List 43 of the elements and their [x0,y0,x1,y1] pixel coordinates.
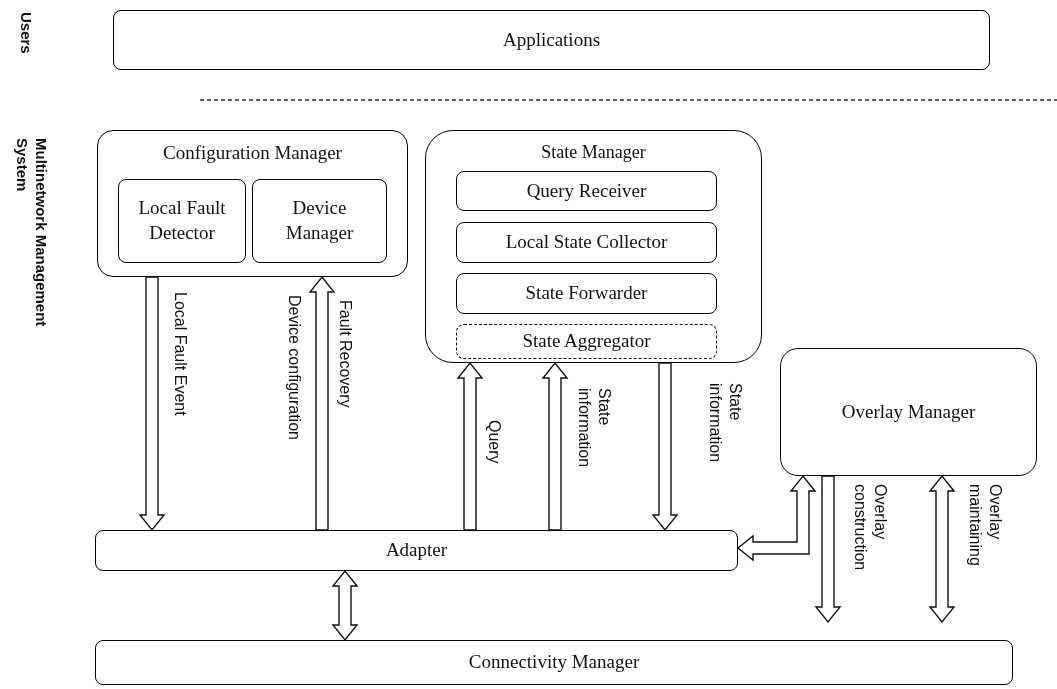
block-arrow [928,474,956,624]
block-arrow [308,275,336,531]
box-label: State Manager [541,141,646,164]
component-box [456,273,717,314]
box-label: Overlay Manager [841,399,976,424]
edge-label: Device configuration [285,295,304,442]
box-label: Local Fault Detector [137,196,227,245]
component-box [118,179,246,263]
block-arrow [138,276,166,532]
box-label: Configuration Manager [163,141,342,165]
layer-box [95,640,1013,685]
edge-label: Overlay maintaining [966,484,1005,568]
box-label: Local State Collector [505,230,668,255]
edge-label: Local Fault Event [171,292,190,418]
block-arrow [814,475,842,624]
box-label: State Aggregator [522,329,651,354]
box-label: Connectivity Manager [468,650,640,675]
component-box [456,171,717,211]
module-box [97,130,408,277]
edge-label: State information [575,388,614,470]
row-label: Multinetwork Management System [12,138,50,329]
block-arrow [331,569,359,642]
box-label: Applications [502,27,601,52]
block-arrow [456,361,484,531]
component-box [252,179,387,263]
row-label: Users [16,12,35,56]
box-label: Adapter [385,538,448,563]
edge-label: State information [706,383,745,465]
module-box [780,348,1037,476]
box-label: Query Receiver [526,178,647,203]
block-arrow [541,361,569,531]
edge-label: Overlay construction [851,484,890,573]
edge-label: Query [485,420,504,466]
box-label: Device Manager [284,196,355,245]
block-arrow [651,362,679,532]
layer-box [95,530,738,571]
block-arrow [736,474,817,562]
annotation-text: Fault Recovery [336,300,355,410]
layer-box [113,10,990,70]
box-label: State Forwarder [525,281,648,306]
component-box [456,324,717,359]
module-box [425,130,762,363]
component-box [456,222,717,263]
